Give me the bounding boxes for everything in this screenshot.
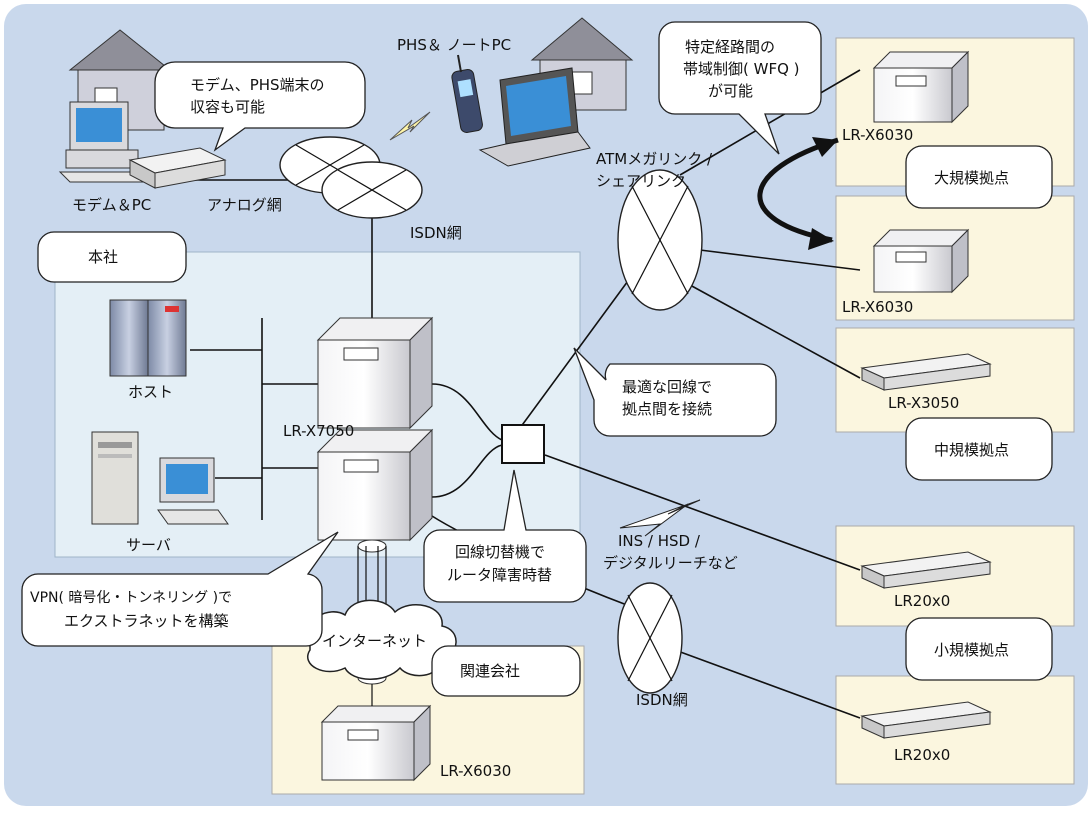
label-lr-x6030-mid: LR-X6030 bbox=[842, 298, 913, 316]
label-isdn-net-top: ISDN網 bbox=[410, 224, 462, 242]
label-atm-1: ATMメガリンク / bbox=[596, 150, 713, 168]
pc-icon-modem bbox=[58, 101, 152, 183]
label-lr20x0-a: LR20x0 bbox=[894, 592, 950, 610]
label-optimal-1: 最適な回線で bbox=[622, 378, 712, 396]
router-lr-x7050-bottom bbox=[316, 428, 434, 542]
label-lr-x6030-bottom: LR-X6030 bbox=[440, 762, 511, 780]
router-lr20x0-b bbox=[860, 701, 992, 739]
label-host: ホスト bbox=[128, 383, 173, 401]
laptop-icon bbox=[478, 67, 591, 167]
bubble-small-site bbox=[905, 617, 1053, 681]
label-wfq-1: 特定経路間の bbox=[685, 38, 775, 56]
label-vpn-2: エクストラネットを構築 bbox=[64, 612, 229, 630]
label-large-site: 大規模拠点 bbox=[934, 169, 1009, 187]
label-optimal-2: 拠点間を接続 bbox=[622, 400, 712, 418]
isdn-network-bottom-icon bbox=[617, 582, 683, 694]
router-lr-x6030-affiliate bbox=[320, 704, 432, 782]
wireless-signal-icon bbox=[389, 111, 431, 141]
label-switch-1: 回線切替機で bbox=[455, 543, 545, 561]
label-honsha: 本社 bbox=[88, 248, 118, 266]
bubble-wfq bbox=[658, 21, 822, 155]
phs-phone-icon bbox=[451, 54, 483, 133]
arrowhead-bottom bbox=[808, 228, 834, 250]
line-switch-box bbox=[501, 424, 545, 464]
label-internet: インターネット bbox=[322, 632, 427, 650]
bubble-switch bbox=[423, 469, 587, 603]
label-modem-pc: モデム＆PC bbox=[72, 196, 151, 214]
bubble-large-site bbox=[905, 145, 1053, 209]
atm-network-icon bbox=[617, 169, 703, 311]
label-medium-site: 中規模拠点 bbox=[934, 441, 1009, 459]
host-server-icon bbox=[109, 299, 187, 377]
label-small-site: 小規模拠点 bbox=[934, 641, 1009, 659]
bubble-vpn bbox=[21, 531, 339, 647]
label-vpn-1: VPN( 暗号化・トンネリング )で bbox=[30, 590, 232, 606]
modem-icon bbox=[128, 147, 227, 189]
label-isdn-net-bottom: ISDN網 bbox=[636, 691, 688, 709]
label-modem-bubble-1: モデム、PHS端末の bbox=[190, 76, 325, 94]
connection-lines bbox=[182, 69, 861, 719]
label-wfq-2: 帯域制御( WFQ ) bbox=[683, 60, 800, 78]
label-ins-1: INS / HSD / bbox=[618, 532, 701, 550]
router-lr-x7050-top bbox=[316, 316, 434, 430]
label-lr-x7050: LR-X7050 bbox=[283, 422, 354, 440]
label-atm-2: シェアリンク bbox=[596, 172, 686, 190]
label-server: サーバ bbox=[126, 536, 171, 554]
bubble-modem bbox=[154, 61, 366, 152]
label-kanren: 関連会社 bbox=[460, 662, 520, 680]
label-phs-pc: PHS＆ ノートPC bbox=[397, 36, 511, 54]
router-lr-x3050 bbox=[860, 353, 992, 391]
router-lr-x6030-top bbox=[872, 50, 970, 124]
label-switch-2: ルータ障害時替 bbox=[447, 566, 552, 584]
ins-signal-icon bbox=[619, 499, 701, 537]
router-lr-x6030-mid bbox=[872, 228, 970, 294]
label-ins-2: デジタルリーチなど bbox=[603, 554, 738, 572]
label-lr20x0-b: LR20x0 bbox=[894, 746, 950, 764]
bubble-medium-site bbox=[905, 417, 1053, 481]
label-analog-net: アナログ網 bbox=[207, 196, 282, 214]
bandwidth-arrow bbox=[757, 137, 839, 243]
isdn-network-top-icon bbox=[321, 161, 423, 219]
label-lr-x6030-top: LR-X6030 bbox=[842, 126, 913, 144]
bubble-kanren bbox=[431, 645, 581, 697]
internet-cloud bbox=[307, 599, 457, 680]
label-wfq-3: が可能 bbox=[708, 82, 753, 100]
bubble-optimal bbox=[573, 347, 777, 437]
bubble-honsha bbox=[37, 231, 187, 283]
server-icon bbox=[91, 431, 229, 525]
label-lr-x3050: LR-X3050 bbox=[888, 394, 959, 412]
router-lr20x0-a bbox=[860, 551, 992, 589]
label-modem-bubble-2: 収容も可能 bbox=[190, 98, 265, 116]
arrowhead-top bbox=[812, 137, 838, 157]
